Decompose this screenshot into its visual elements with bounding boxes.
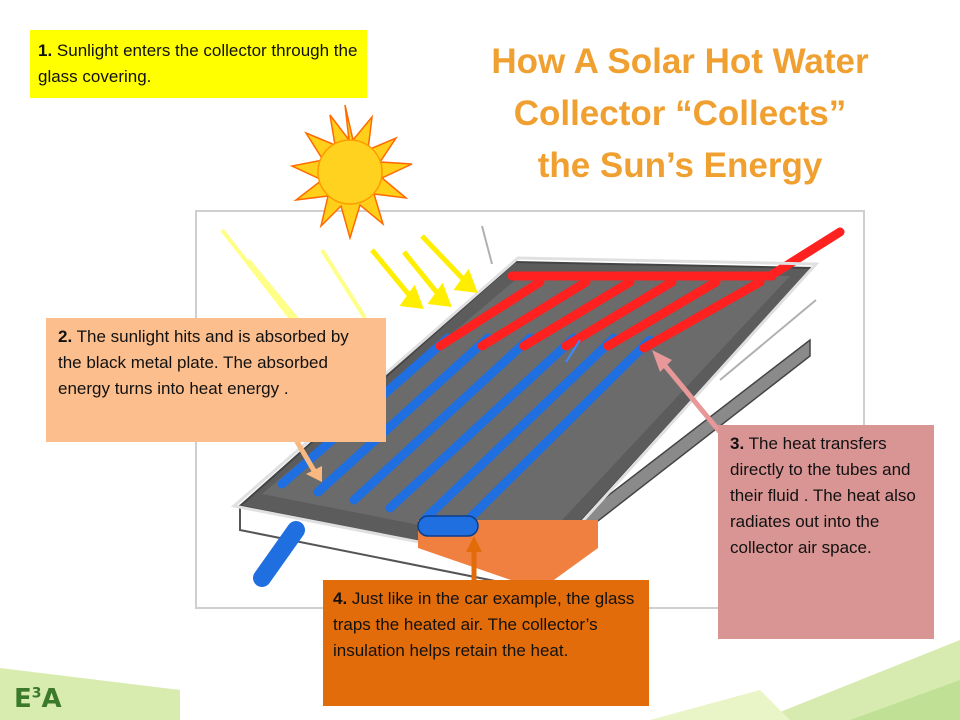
logo-main: E (14, 684, 32, 714)
callout-4-text: Just like in the car example, the glass … (333, 589, 635, 660)
title-line-3: the Sun’s Energy (537, 146, 823, 185)
insulation (418, 520, 598, 590)
callout-3-number: 3. (730, 434, 745, 453)
callout-2-number: 2. (58, 327, 73, 346)
diagram-title: How A Solar Hot Water Collector “Collect… (430, 36, 930, 192)
inlet-pipe-left (253, 521, 305, 587)
callout-1-number: 1. (38, 41, 53, 60)
callout-4-number: 4. (333, 589, 348, 608)
heat-flow-arrow (565, 339, 581, 363)
pointer-arrow-3 (652, 350, 722, 434)
title-line-2: Collector “Collects” (513, 94, 847, 133)
hot-tubes (435, 227, 845, 353)
inlet-pipe-bottom (417, 515, 479, 537)
callout-3-text: The heat transfers directly to the tubes… (730, 434, 916, 557)
pointer-arrow-2 (293, 438, 322, 482)
pointer-arrow-4 (466, 536, 482, 580)
sunlight-arrows (370, 234, 478, 309)
sun-icon (289, 104, 413, 241)
callout-1-text: Sunlight enters the collector through th… (38, 41, 358, 86)
title-line-1: How A Solar Hot Water (491, 42, 869, 81)
callout-1: 1. Sunlight enters the collector through… (30, 30, 367, 98)
callout-3: 3. The heat transfers directly to the tu… (718, 425, 934, 639)
logo-tail: A (41, 684, 62, 714)
callout-4: 4. Just like in the car example, the gla… (323, 580, 649, 706)
callout-2-text: The sunlight hits and is absorbed by the… (58, 327, 349, 398)
callout-2: 2. The sunlight hits and is absorbed by … (46, 318, 386, 442)
e3a-logo: E3A (14, 684, 62, 714)
bottom-stripes (0, 640, 960, 720)
logo-sup: 3 (31, 685, 42, 702)
